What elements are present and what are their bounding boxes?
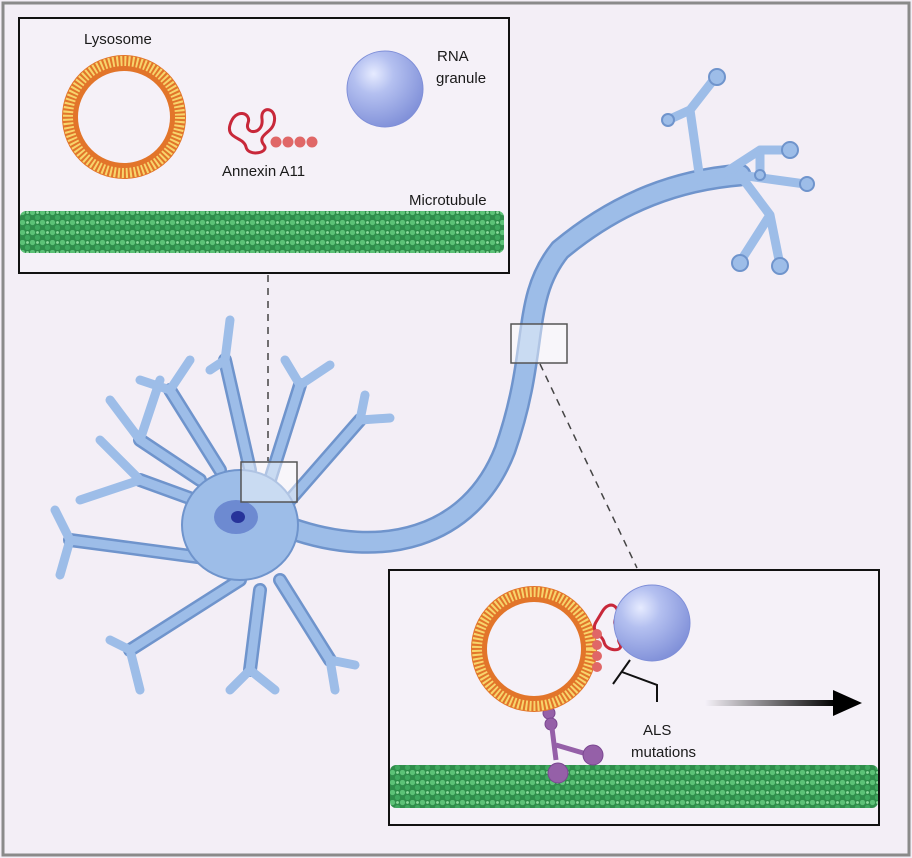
legend-inset: Lysosome Annexin A11 RNA granule Microtu… <box>18 17 510 274</box>
rna-granule-label-line2: granule <box>436 70 486 87</box>
microtubule-label: Microtubule <box>409 192 487 209</box>
als-label-line1: ALS <box>643 722 671 739</box>
annexin-protein-icon <box>227 108 318 155</box>
lysosome-vesicle-icon <box>62 55 186 179</box>
lysosome-label: Lysosome <box>84 31 152 48</box>
soma-zoom-box <box>240 461 298 503</box>
nucleolus <box>231 511 245 523</box>
rna-granule-sphere-icon <box>346 50 424 128</box>
rna-granule-label-line1: RNA <box>437 48 469 65</box>
axon-terminal-bulbs <box>661 68 815 275</box>
annexin-label: Annexin A11 <box>222 163 305 180</box>
transport-direction-arrow-icon <box>705 690 862 716</box>
microtubule-filament-icon-bottom <box>390 765 878 808</box>
transport-inset: ALS mutations <box>388 569 880 826</box>
lysosome-vesicle-icon-bottom <box>471 586 597 712</box>
axon <box>281 166 749 552</box>
dynein-motor-icon <box>542 706 604 784</box>
rna-granule-sphere-icon-bottom <box>613 584 691 662</box>
dendrites <box>50 315 395 695</box>
axon-zoom-box <box>510 323 568 364</box>
inhibition-indicator <box>612 659 658 702</box>
als-label-line2: mutations <box>631 744 696 761</box>
neuron <box>50 68 815 695</box>
connector-line-bottom <box>539 363 638 569</box>
microtubule-filament-icon <box>20 211 504 253</box>
axon-terminal-branches <box>663 73 810 270</box>
